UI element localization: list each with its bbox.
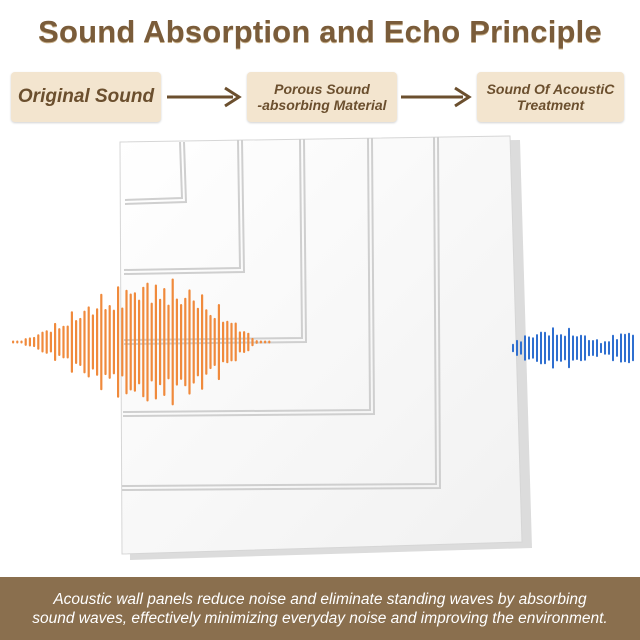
process-flow: Original Sound Porous Sound -absorbing M… (0, 70, 640, 126)
panel-grooves (121, 136, 442, 491)
panel-face (119, 135, 523, 555)
flow-step-label-line2: -absorbing Material (257, 97, 387, 113)
arrow-right-icon (167, 86, 242, 108)
caption-banner: Acoustic wall panels reduce noise and el… (0, 577, 640, 640)
flow-step-label-line2: Treatment (516, 97, 585, 113)
acoustic-panel-illustration (12, 135, 634, 560)
sound-wave-icon (12, 278, 271, 406)
flow-step-label-line1: Sound Of AcoustiC (486, 81, 615, 97)
flow-step-acoustic-treatment: Sound Of AcoustiC Treatment (477, 72, 624, 122)
caption-line2: sound waves, effectively minimizing ever… (32, 609, 608, 627)
caption-line1: Acoustic wall panels reduce noise and el… (53, 590, 587, 608)
sound-wave-icon (512, 327, 634, 369)
arrow-right-icon (401, 86, 472, 108)
flow-step-original-sound: Original Sound (11, 72, 161, 122)
flow-step-label-line1: Porous Sound (274, 81, 370, 97)
flow-step-porous-material: Porous Sound -absorbing Material (247, 72, 397, 122)
flow-step-label: Original Sound (17, 86, 155, 107)
page-title: Sound Absorption and Echo Principle (38, 14, 602, 49)
